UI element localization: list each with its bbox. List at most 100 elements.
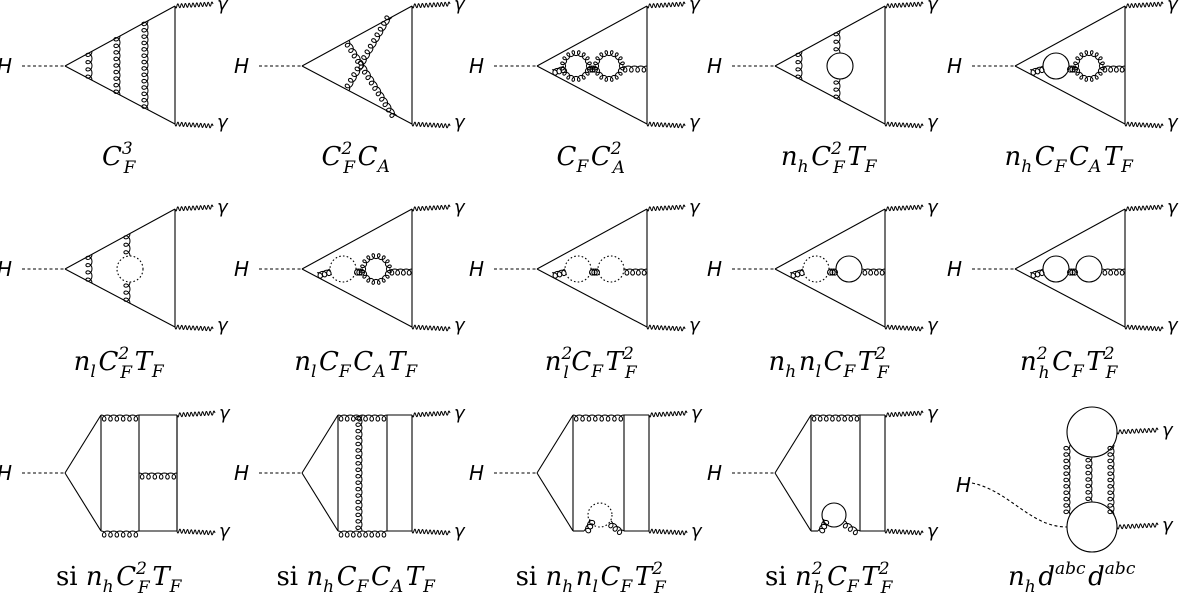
symbol: C	[98, 347, 118, 377]
diagram-15: Hγγ	[956, 406, 1174, 553]
subscript: F	[169, 577, 183, 597]
diagram-5: Hγγ	[947, 0, 1179, 133]
symbol: C	[358, 142, 378, 172]
symbol: T	[1086, 347, 1105, 377]
gluon-line	[551, 268, 567, 279]
symbol: n	[306, 562, 323, 592]
photon-line	[411, 528, 451, 536]
superscript: 2	[117, 344, 129, 364]
light-quark-loop	[329, 255, 357, 283]
fermion-loop	[835, 255, 863, 283]
symbol: T	[152, 562, 171, 592]
photon-line	[884, 204, 924, 212]
subscript: l	[593, 577, 598, 597]
gluon-line	[1107, 444, 1115, 516]
subscript: F	[590, 362, 604, 382]
fermion-line	[301, 208, 413, 270]
reset	[435, 562, 438, 592]
subscript: h	[103, 577, 114, 597]
photon-label: γ	[691, 521, 703, 542]
subscript: F	[119, 363, 133, 383]
fermion-loop	[1042, 255, 1070, 283]
subscript: F	[123, 158, 137, 178]
fermion-line	[301, 5, 413, 67]
gluon-loop	[1073, 50, 1105, 82]
photon-label: γ	[1167, 315, 1179, 336]
gluon-line	[817, 518, 830, 534]
subscript: F	[880, 578, 894, 598]
photon-label: γ	[1162, 515, 1174, 536]
reset	[135, 142, 138, 172]
photon-label: γ	[454, 403, 466, 424]
photon-line	[884, 528, 924, 536]
symbol: T	[135, 347, 154, 377]
subscript: F	[338, 362, 352, 382]
reset	[417, 347, 420, 377]
symbol: C	[824, 347, 844, 377]
light-quark-loop	[587, 502, 613, 528]
photon-line	[884, 121, 924, 129]
gluon-line	[833, 78, 841, 101]
gluon-line	[355, 414, 363, 532]
photon-label: γ	[454, 0, 466, 15]
higgs-label: H	[0, 54, 12, 78]
diagram-13: Hγ γ	[469, 403, 703, 542]
photon-line	[884, 410, 924, 418]
subscript: F	[575, 157, 589, 177]
photon-line	[884, 324, 924, 332]
symbol: d	[1088, 562, 1105, 592]
gluon-line	[113, 35, 121, 96]
gluon-line	[388, 268, 413, 276]
subscript: F	[653, 578, 667, 598]
photon-line	[1124, 204, 1164, 212]
photon-line	[884, 1, 924, 9]
symbol: C	[319, 347, 339, 377]
gluon-line	[789, 268, 805, 279]
superscript: 2	[830, 139, 842, 159]
photon-label: γ	[691, 403, 703, 424]
photon-line	[176, 528, 216, 536]
gluon-line	[587, 65, 598, 73]
higgs-label: H	[469, 461, 484, 485]
symbol: n	[795, 562, 812, 592]
symbol: C	[353, 347, 373, 377]
photon-label: γ	[927, 0, 939, 15]
fermion-line	[1014, 268, 1126, 328]
gluon-loop	[360, 253, 392, 285]
superscript: 2	[651, 559, 663, 579]
gluon-line	[572, 414, 625, 422]
subscript: h	[562, 577, 573, 597]
gluon-line	[583, 518, 596, 534]
photon-label: γ	[689, 112, 701, 133]
fermion-line	[1014, 208, 1126, 270]
photon-label: γ	[1167, 0, 1179, 15]
higgs-label: H	[234, 54, 249, 78]
fermion-line	[1014, 5, 1126, 67]
reset	[164, 347, 167, 377]
higgs-label: H	[707, 461, 722, 485]
higgs-label: H	[0, 461, 12, 485]
subscript: h	[1025, 577, 1036, 597]
photon-label: γ	[219, 521, 231, 542]
gluon-loop	[560, 50, 592, 82]
photon-label: γ	[219, 403, 231, 424]
fermion-line	[774, 472, 812, 532]
gluon-line	[608, 520, 625, 536]
subscript: F	[356, 577, 370, 597]
symbol: C	[102, 142, 122, 172]
gluon-line	[354, 268, 365, 276]
symbol: T	[858, 347, 877, 377]
higgs-label: H	[707, 54, 722, 78]
symbol: n	[781, 142, 798, 172]
reset	[892, 562, 895, 592]
fermion-loop	[826, 52, 854, 80]
symbol: n	[769, 347, 786, 377]
subscript: h	[1039, 363, 1050, 383]
symbol: d	[1038, 562, 1055, 592]
superscript: 2	[1103, 344, 1115, 364]
higgs-label: H	[956, 473, 971, 497]
gluon-line	[827, 268, 838, 276]
gluon-line	[344, 40, 398, 118]
